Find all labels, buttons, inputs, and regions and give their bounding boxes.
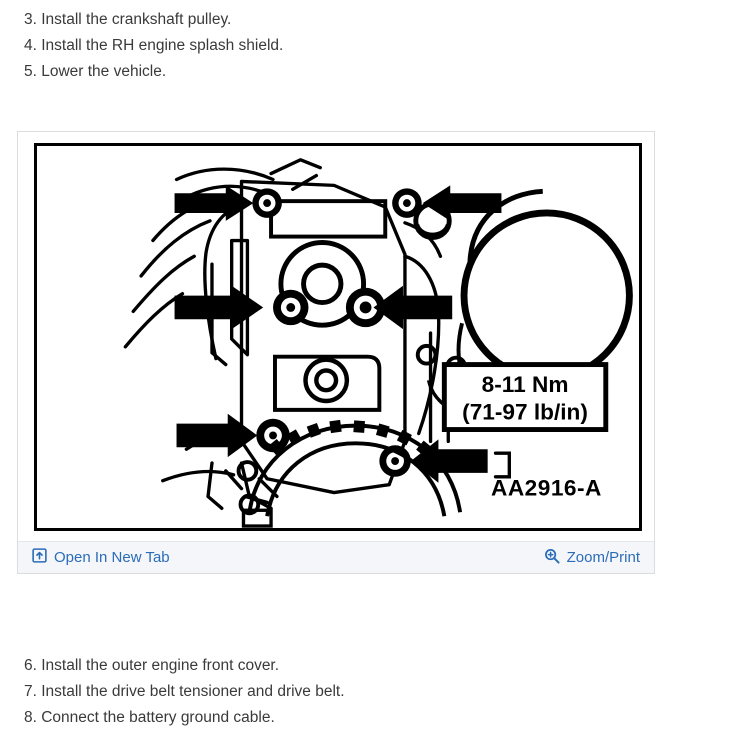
bolt-head	[392, 188, 422, 218]
list-item: 5. Lower the vehicle.	[24, 63, 167, 80]
figure-image-frame[interactable]: 8-11 Nm (71-97 lb/in) AA2916-A	[34, 143, 642, 531]
open-in-new-tab-label: Open In New Tab	[54, 549, 170, 566]
instruction-list-top: 3. Install the crankshaft pulley. 4. Ins…	[24, 7, 283, 85]
torque-imperial: (71-97 lb/in)	[462, 400, 588, 425]
torque-spec-box: 8-11 Nm (71-97 lb/in)	[441, 362, 609, 433]
list-item: 8. Connect the battery ground cable.	[24, 709, 275, 726]
list-item: 7. Install the drive belt tensioner and …	[24, 683, 345, 700]
magnifier-plus-icon	[544, 548, 560, 568]
bolt-head	[252, 188, 282, 218]
torque-metric: 8-11 Nm	[482, 372, 569, 397]
list-item: 3. Install the crankshaft pulley.	[24, 11, 232, 28]
figure-card: 8-11 Nm (71-97 lb/in) AA2916-A Open In N…	[17, 131, 655, 574]
open-in-new-tab-link[interactable]: Open In New Tab	[32, 548, 170, 567]
diagram-reference-code: AA2916-A	[491, 476, 602, 501]
engine-front-cover-diagram: 8-11 Nm (71-97 lb/in) AA2916-A	[38, 146, 638, 528]
bolt-head	[345, 287, 386, 328]
instruction-list-bottom: 6. Install the outer engine front cover.…	[24, 653, 345, 731]
zoom-print-link[interactable]: Zoom/Print	[544, 548, 640, 568]
list-item: 6. Install the outer engine front cover.	[24, 657, 280, 674]
list-item: 4. Install the RH engine splash shield.	[24, 37, 284, 54]
bolt-head	[273, 289, 309, 326]
figure-footer-bar: Open In New Tab Zoom/Print	[18, 541, 654, 573]
open-in-new-tab-icon	[32, 548, 47, 567]
zoom-print-label: Zoom/Print	[566, 549, 640, 566]
callout-arrow	[174, 185, 502, 483]
